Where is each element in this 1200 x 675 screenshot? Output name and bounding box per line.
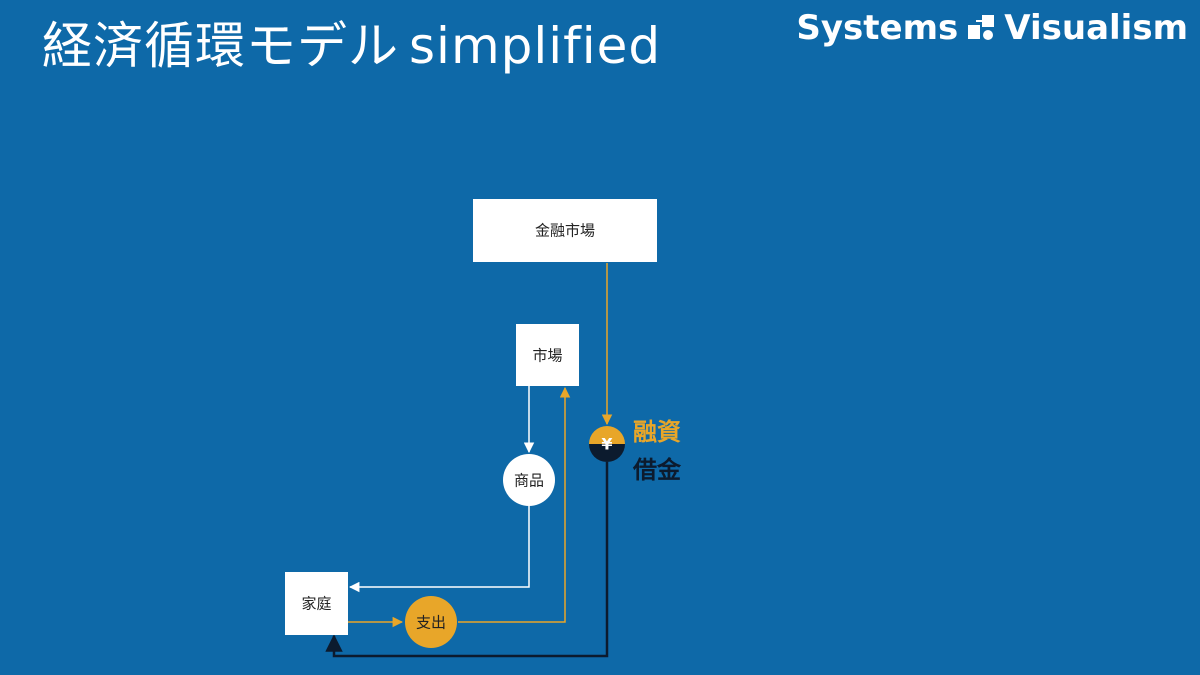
node-household: 家庭 (285, 572, 348, 635)
node-spending: 支出 (405, 596, 457, 648)
title-main: 経済循環モデル (42, 17, 399, 75)
node-financial-market: 金融市場 (473, 199, 657, 262)
brand-right-word: Visualism (1004, 8, 1188, 48)
node-market-label: 市場 (532, 347, 562, 365)
yen-icon: ¥ (601, 435, 612, 454)
systems-logo-icon (968, 15, 995, 40)
label-financing: 融資 (633, 418, 681, 446)
label-borrowing: 借金 (633, 456, 681, 484)
node-financial-market-label: 金融市場 (535, 222, 595, 240)
node-spending-label: 支出 (416, 614, 446, 632)
node-goods-label: 商品 (514, 472, 544, 490)
flow-spending-to-market (458, 386, 571, 623)
title-suffix: simplified (409, 17, 662, 75)
flow-goods-to-household (348, 506, 530, 593)
brand-left-word: Systems (796, 8, 959, 48)
node-market: 市場 (516, 324, 579, 386)
flow-yen-to-household (325, 462, 609, 658)
brand-logo: Systems Visualism (796, 8, 1188, 48)
node-yen: ¥ (589, 426, 625, 462)
node-goods: 商品 (503, 454, 555, 506)
node-household-label: 家庭 (301, 595, 331, 613)
